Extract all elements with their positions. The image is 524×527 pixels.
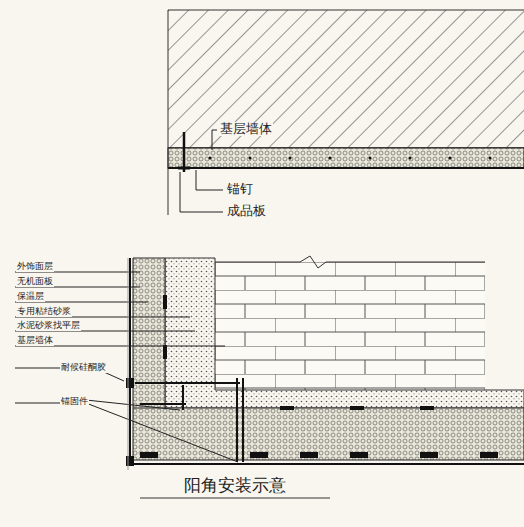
part-label: 基层墙体 xyxy=(16,336,54,346)
leader-lines xyxy=(180,130,223,212)
part-label: 锚钉 xyxy=(226,182,254,196)
part-label: 外饰面层 xyxy=(16,262,54,272)
part-label: 无机面板 xyxy=(16,277,54,287)
part-label: 专用粘结砂浆 xyxy=(16,307,72,317)
part-label: 耐候硅酮胶 xyxy=(60,363,107,373)
corner-section xyxy=(126,256,524,466)
part-label: 保温层 xyxy=(16,292,45,302)
part-label: 水泥砂浆找平层 xyxy=(16,321,81,331)
caption: 阳角安装示意 xyxy=(183,476,287,495)
caption-underline xyxy=(140,498,330,499)
part-label: 基层墙体 xyxy=(219,122,273,136)
leader-lines xyxy=(15,258,238,470)
wall-section xyxy=(168,10,524,215)
part-label: 成品板 xyxy=(226,204,267,218)
part-label: 锚固件 xyxy=(60,397,89,407)
